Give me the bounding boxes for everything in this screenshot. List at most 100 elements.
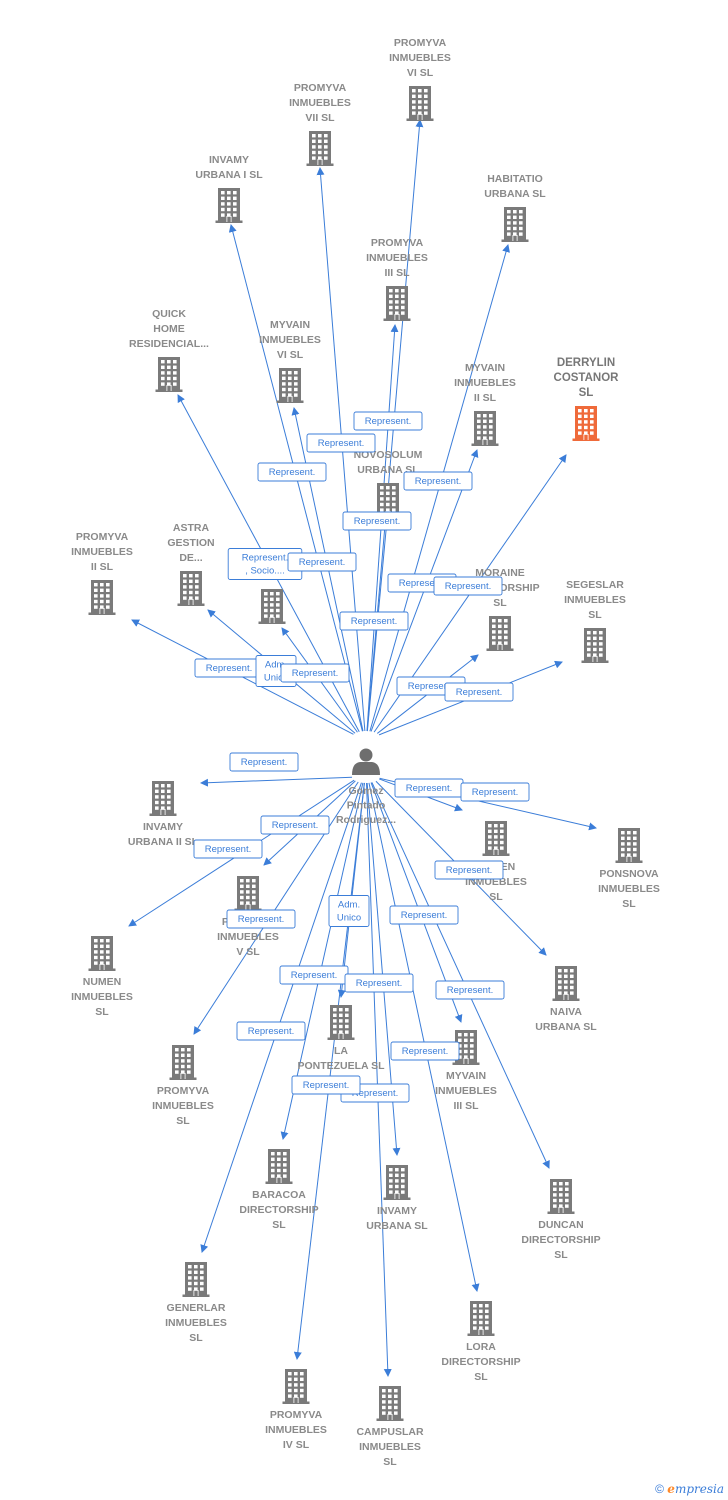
empresia-logo[interactable]: empresia <box>667 1482 724 1496</box>
company-label-line-2: DIRECTORSHIP <box>441 1356 520 1368</box>
company-label-line-1: PROMYVA <box>294 82 347 94</box>
building-icon <box>149 781 177 816</box>
company-label-line-2: INMUEBLES <box>435 1085 497 1097</box>
relation-label-invamy-urbana-ii: Represent. <box>229 752 299 772</box>
building-icon <box>258 589 286 624</box>
company-label-line-1: HABITATIO <box>487 173 543 185</box>
company-node-campuslar[interactable]: CAMPUSLAR INMUEBLES SL <box>356 1386 424 1468</box>
relation-label-ponsnova: Represent. <box>394 778 464 798</box>
person-name-line-1: Gomez <box>348 785 383 797</box>
company-label-line-2: URBANA SL <box>366 1220 428 1232</box>
company-label-line-2: INMUEBLES <box>265 1424 327 1436</box>
relation-label-box <box>280 663 350 683</box>
company-label-line-1: QUICK <box>152 308 186 320</box>
relation-label-derrylin: Represent. <box>433 576 503 596</box>
building-icon <box>327 1005 355 1040</box>
company-node-astra[interactable]: ASTRAGESTIONDE... <box>167 522 215 606</box>
relation-label-text: Adm. <box>338 900 360 911</box>
relation-label-box <box>433 576 503 596</box>
relation-label-la-pontezuela: Adm.Unico <box>328 895 370 927</box>
relation-label-box <box>328 895 370 927</box>
relation-label-text: Represent. <box>242 553 288 564</box>
building-icon <box>276 368 304 403</box>
company-label-line-1: MYVAIN <box>446 1070 486 1082</box>
building-icon <box>615 828 643 863</box>
company-label-line-3: SL <box>95 1006 109 1018</box>
company-label-line-3: SL <box>579 387 594 399</box>
relation-label-box <box>291 1075 361 1095</box>
company-label-line-1: ASTRA <box>173 522 210 534</box>
company-label-line-2: HOME <box>153 323 185 335</box>
company-label-line-1: PONSNOVA <box>599 868 659 880</box>
person-icon <box>352 748 380 775</box>
company-label-line-3: SL <box>493 597 507 609</box>
company-label-line-2: INMUEBLES <box>71 991 133 1003</box>
relation-label-box <box>389 905 459 925</box>
center-node[interactable]: GomezPintadoRodriguez... <box>336 748 396 827</box>
edge-to-promyva-iv <box>293 782 365 1360</box>
relation-label-promyva-iii: Represent. <box>342 511 412 531</box>
edges-layer <box>128 119 597 1377</box>
building-icon <box>471 411 499 446</box>
relation-label-text: Represent. <box>241 757 287 768</box>
relation-label-promyva-vi: Represent. <box>353 411 423 431</box>
company-label-line-2: INMUEBLES <box>289 97 351 109</box>
relation-label-naiva: Represent. <box>434 860 504 880</box>
building-icon <box>467 1301 495 1336</box>
company-label-line-2: GESTION <box>167 537 214 549</box>
relation-label-box <box>257 462 327 482</box>
company-label-line-1: CAMPUSLAR <box>356 1426 423 1438</box>
relation-label-invamy-urbana-i: Represent. <box>257 462 327 482</box>
company-label-line-3: VI SL <box>407 67 434 79</box>
relation-label-text: Represent. <box>351 616 397 627</box>
relation-label-text: Represent. <box>291 970 337 981</box>
copyright-symbol: © <box>655 1482 664 1496</box>
company-label-line-1: PROMYVA <box>157 1085 210 1097</box>
relation-label-promyva-vii: Represent. <box>306 433 376 453</box>
relation-label-box <box>193 839 263 859</box>
relation-label-numen-right: Represent. <box>460 782 530 802</box>
company-label-line-3: SL <box>383 1456 397 1468</box>
company-label-line-2: INMUEBLES <box>454 377 516 389</box>
company-label-line-1: MYVAIN <box>270 319 310 331</box>
company-label-line-2: DIRECTORSHIP <box>239 1204 318 1216</box>
relation-label-text: Represent. <box>401 910 447 921</box>
company-label-line-2: URBANA SL <box>535 1021 597 1033</box>
company-label-line-3: SL <box>474 1371 488 1383</box>
relation-label-box <box>287 552 357 572</box>
building-icon <box>177 571 205 606</box>
building-icon <box>215 188 243 223</box>
company-label-line-2: INMUEBLES <box>359 1441 421 1453</box>
relation-label-text: Represent. <box>248 1026 294 1037</box>
relation-label-novosolum: Represent. <box>339 611 409 631</box>
building-icon <box>306 131 334 166</box>
company-node-quick-home[interactable]: QUICKHOMERESIDENCIAL... <box>129 308 209 392</box>
company-label-line-2: INMUEBLES <box>217 931 279 943</box>
company-label-line-3: SL <box>272 1219 286 1231</box>
